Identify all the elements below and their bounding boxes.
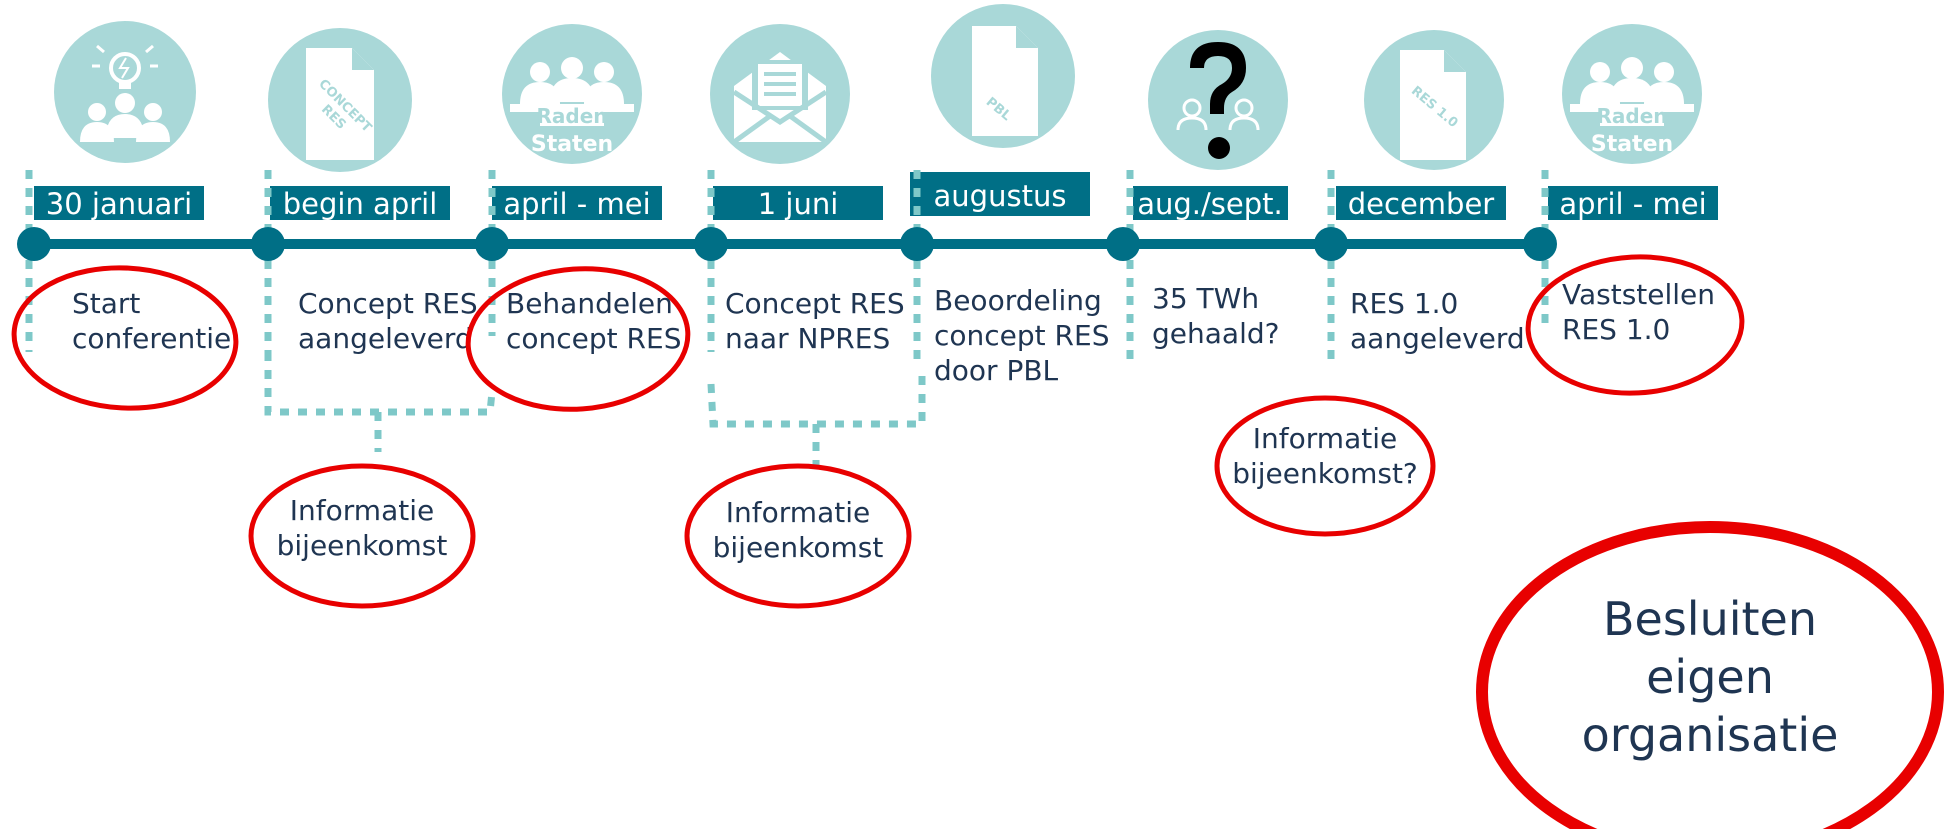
info-event-text: Informatie [1253,422,1397,455]
highlight-ellipse [1214,395,1436,537]
date-label: 30 januari [46,187,192,221]
milestone-desc: 35 TWh [1152,282,1259,315]
date-label: april - mei [503,187,650,221]
milestone-desc: Behandelen [506,287,673,320]
info-events: Informatie bijeenkomst Informatie bijeen… [277,422,1418,564]
raden-staten-icon: Raden Staten [1562,24,1702,164]
milestone-descriptions: Start conferentie Concept RES aangelever… [72,278,1715,387]
envelope-icon [710,24,850,164]
date-label: aug./sept. [1137,187,1283,221]
decision-block: Besluiten eigen organisatie [1582,592,1839,762]
milestone-desc: door PBL [934,354,1059,387]
milestone-desc: Concept RES [725,287,905,320]
question-mark-icon [1148,30,1288,170]
idea-people-icon [54,21,196,163]
milestone-desc: RES 1.0 [1350,287,1458,320]
pbl-document-icon: PBL [931,4,1075,148]
highlight-ellipse [1476,521,1944,829]
date-box [1133,186,1288,220]
milestone-desc: Concept RES [298,287,478,320]
milestone-desc: Vaststellen [1562,278,1715,311]
date-label: 1 juni [758,187,839,221]
milestone-dot [1106,227,1140,261]
highlight-ellipse [1525,254,1745,396]
milestone-desc: gehaald? [1152,317,1279,350]
milestone-dot [1314,227,1348,261]
milestone-desc: naar NPRES [725,322,890,355]
date-box [910,172,1090,216]
date-box [1336,186,1506,220]
date-label: april - mei [1559,187,1706,221]
date-labels: 30 januari begin april april - mei 1 jun… [34,172,1718,221]
date-box [34,186,204,220]
milestone-dot [900,227,934,261]
date-label: begin april [283,187,438,221]
icon-text-staten: Staten [531,132,613,157]
milestone-desc: concept RES [506,322,681,355]
milestone-desc: conferentie [72,322,231,355]
milestone-dot [694,227,728,261]
highlight-ellipses [11,254,1944,829]
date-label: augustus [934,179,1067,213]
milestone-dot [251,227,285,261]
icon-text-raden: Raden [536,104,607,128]
milestone-dot [17,227,51,261]
icon-text-raden: Raden [1596,104,1667,128]
highlight-ellipse [684,463,912,609]
milestone-desc: Beoordeling [934,284,1102,317]
info-event-text: Informatie [726,496,870,529]
highlight-ellipse [465,266,691,412]
info-event-text: bijeenkomst? [1232,457,1418,490]
decision-text: eigen [1646,650,1774,704]
highlight-ellipse [11,265,239,411]
milestone-desc: concept RES [934,319,1109,352]
decision-text: Besluiten [1603,592,1817,646]
info-event-text: bijeenkomst [713,531,884,564]
decision-text: organisatie [1582,708,1839,762]
raden-staten-icon: Raden Staten [502,24,642,164]
date-box [713,186,883,220]
icon-text-staten: Staten [1591,132,1673,157]
info-event-text: bijeenkomst [277,529,448,562]
milestone-dot [1523,227,1557,261]
timeline-axis [17,227,1557,261]
date-box [1548,186,1718,220]
date-box [270,186,450,220]
res-document-icon: RES 1.0 [1364,30,1504,170]
milestone-desc: Start [72,287,140,320]
concept-document-icon: CONCEPT RES [268,28,412,172]
milestone-dot [475,227,509,261]
milestone-desc: aangeleverd [1350,322,1525,355]
highlight-ellipse [248,463,476,609]
date-label: december [1348,187,1495,221]
info-event-text: Informatie [290,494,434,527]
milestone-desc: aangeleverd [298,322,473,355]
date-box [492,186,662,220]
milestone-desc: RES 1.0 [1562,313,1670,346]
